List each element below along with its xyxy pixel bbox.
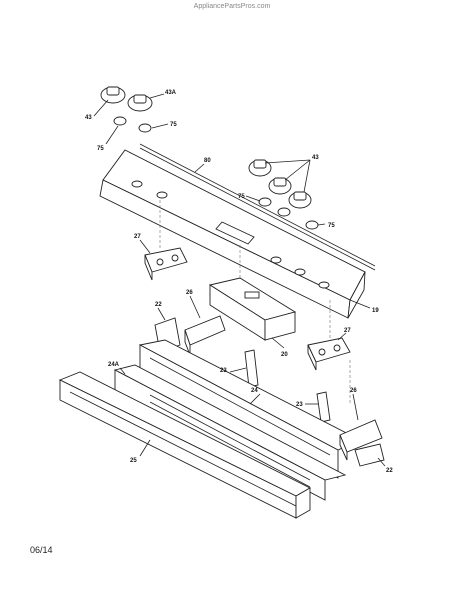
knob-group-43-right <box>248 159 312 209</box>
bracket-27-left <box>144 247 188 281</box>
callout-80: 80 <box>204 158 211 164</box>
revision-code: 06/14 <box>30 545 53 555</box>
callout-43-right: 43 <box>312 155 319 161</box>
bezel-75-right-2 <box>277 207 291 217</box>
callout-23-left: 23 <box>220 368 227 374</box>
knob-43 <box>100 86 126 104</box>
callout-43-top: 43 <box>85 115 92 121</box>
bracket-27-right <box>307 337 351 371</box>
bezel-75-left <box>113 116 127 126</box>
callout-24: 24 <box>251 388 258 394</box>
callout-23-right: 23 <box>296 402 303 408</box>
callout-75-mid: 75 <box>238 194 245 200</box>
callout-27-right: 27 <box>344 328 351 334</box>
bezel-75-right-1 <box>258 197 272 207</box>
manifold-panel-24 <box>138 339 362 479</box>
clip-26-left <box>184 315 226 356</box>
kick-plate-25 <box>58 371 311 519</box>
knob-43a <box>127 94 153 112</box>
callout-22-left: 22 <box>155 302 162 308</box>
callout-43a: 43A <box>165 90 177 96</box>
callout-75-top: 75 <box>170 122 177 128</box>
clip-23-left <box>244 349 259 388</box>
bracket-22-right <box>354 443 385 467</box>
callout-75-right: 75 <box>328 223 335 229</box>
site-watermark: AppliancePartsPros.com <box>193 3 271 10</box>
bezel-75-left-2 <box>138 123 152 133</box>
panel-24a <box>113 364 347 501</box>
bezel-75-right-3 <box>305 220 319 230</box>
control-panel <box>99 143 376 319</box>
callout-27-left: 27 <box>134 234 141 240</box>
callout-24a: 24A <box>108 362 120 368</box>
clip-23-right <box>316 391 331 423</box>
callout-22-right: 22 <box>386 468 393 474</box>
callout-26-right: 26 <box>350 388 357 394</box>
callout-75-left: 75 <box>97 146 104 152</box>
callout-19: 19 <box>372 308 379 314</box>
clock-control-20 <box>208 277 297 341</box>
callout-26-left: 26 <box>186 290 193 296</box>
callout-20: 20 <box>281 352 288 358</box>
clip-26-right <box>339 419 383 461</box>
callout-25: 25 <box>130 458 137 464</box>
